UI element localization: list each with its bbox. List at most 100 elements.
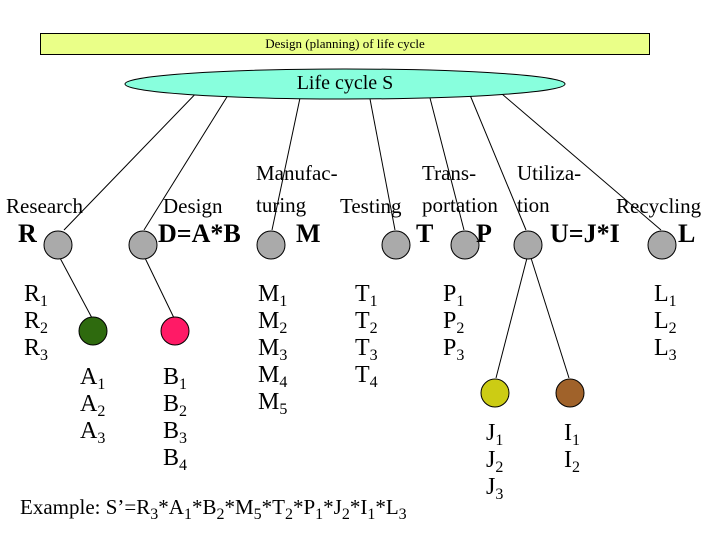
letter-utilization: U=J*I [550,219,620,248]
edge-root-transportation [429,97,465,231]
banner-text: Design (planning) of life cycle [265,36,425,51]
item-j2-subscript: 2 [495,459,504,476]
example-term-1-subscript: 3 [150,506,159,523]
item-a2-base: A [80,391,98,417]
letter-manufacturing: M [296,219,321,248]
label-manufacturing-2: turing [256,193,307,217]
item-a1-base: A [80,364,98,390]
node-a [78,316,108,346]
list-item-a3: A3 [80,418,106,447]
list-item-m5: M5 [258,389,288,418]
item-b4-base: B [163,445,180,471]
example-term-5-base: *T [261,495,285,519]
list-item-t3: T3 [355,335,378,364]
example-term-6-subscript: 1 [315,506,324,523]
item-l3-base: L [654,335,669,361]
item-m1-subscript: 1 [279,293,288,310]
list-item-j3: J3 [486,474,503,503]
list-item-i2: I2 [564,447,580,476]
item-m5-subscript: 5 [279,401,288,418]
title-banner: Design (planning) of life cycle [40,33,650,55]
example-term-4-base: *M [224,495,254,519]
node-j [480,378,510,408]
letter-research: R [18,219,37,248]
example-term-2-subscript: 1 [183,506,192,523]
list-item-p1: P1 [443,281,464,310]
edge-root-manufacturing [271,97,301,231]
list-item-m1: M1 [258,281,288,310]
item-t3-base: T [355,335,370,361]
item-p3-base: P [443,335,457,361]
list-item-r3: R3 [24,335,48,364]
item-i2-subscript: 2 [572,459,580,476]
label-design: Design [163,194,223,218]
item-m4-subscript: 4 [279,374,288,391]
item-b4-subscript: 4 [179,457,188,474]
example-term-8-base: *I [349,495,368,519]
item-m1-base: M [258,281,280,307]
item-t4-subscript: 4 [369,374,378,391]
item-t2-base: T [355,308,370,334]
example-term-9-subscript: 3 [398,506,407,523]
list-item-b1: B1 [163,364,188,393]
list-item-m3: M3 [258,335,287,364]
list-item-m2: M2 [258,308,288,337]
root-label: Life cycle S [125,68,565,98]
list-item-r2: R2 [24,308,49,337]
node-design [128,230,158,260]
item-t1-base: T [355,281,370,307]
list-item-b2: B2 [163,391,187,420]
example-term-1-base: R [136,495,151,519]
node-b [160,316,190,346]
item-j1-base: J [486,420,496,446]
list-item-j2: J2 [486,447,504,476]
item-l1-base: L [654,281,669,307]
item-b1-base: B [163,364,180,390]
example-term-9-base: *L [375,495,399,519]
edge-util-j [495,257,528,379]
example-term-2-base: *A [158,495,184,519]
item-p1-base: P [443,281,457,307]
item-r2-subscript: 2 [40,320,49,337]
label-transportation-1: Trans- [422,161,477,185]
list-item-l1: L1 [654,281,677,310]
item-l2-subscript: 2 [668,320,677,337]
item-p3-subscript: 3 [456,347,465,364]
label-research: Research [6,194,83,218]
item-i2-base: I [564,447,572,473]
edge-root-utilization [469,94,527,231]
label-utilization-1: Utiliza- [517,161,582,185]
item-m2-subscript: 2 [279,320,288,337]
list-item-l3: L3 [654,335,677,364]
letter-recycling: L [678,219,696,248]
item-t2-subscript: 2 [369,320,378,337]
item-b2-base: B [163,391,180,417]
list-item-b3: B3 [163,418,187,447]
item-p2-subscript: 2 [456,320,465,337]
item-a2-subscript: 2 [97,403,106,420]
item-b1-subscript: 1 [179,376,188,393]
letter-design: D=A*B [158,219,241,248]
node-recycling [647,230,677,260]
list-item-p3: P3 [443,335,465,364]
edge-design-b [144,257,175,319]
edge-root-testing [369,98,396,231]
letter-transportation: P [476,219,492,248]
label-utilization-2: tion [517,193,550,217]
item-r2-base: R [24,308,41,334]
example-term-4-subscript: 5 [253,506,262,523]
item-l1-subscript: 1 [668,293,677,310]
list-item-i1: I1 [564,420,580,449]
example-term-3-subscript: 2 [216,506,225,523]
item-l3-subscript: 3 [668,347,677,364]
item-a3-subscript: 3 [97,430,106,447]
example-term-7-base: *J [323,495,342,519]
item-m2-base: M [258,308,280,334]
item-m5-base: M [258,389,280,415]
